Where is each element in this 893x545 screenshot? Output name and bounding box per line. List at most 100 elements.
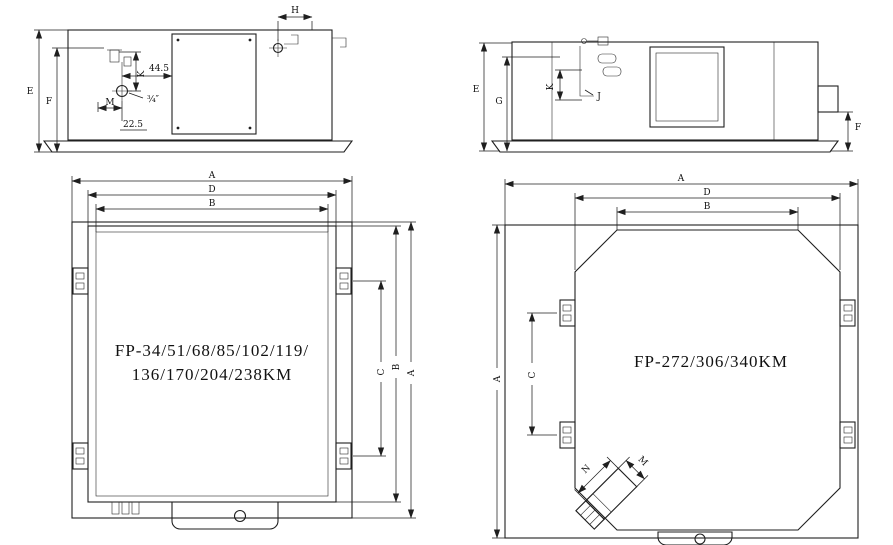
dim-line	[625, 460, 645, 480]
bracket-slot	[843, 436, 853, 444]
ceiling-panel	[490, 140, 840, 153]
dim-N: N	[574, 456, 619, 502]
pipe-stub	[109, 49, 120, 63]
dim-label-B: B	[704, 202, 711, 212]
dim-label-M: M	[105, 98, 114, 108]
dim-A-right: A	[352, 221, 417, 519]
dim-label-A: A	[493, 375, 503, 383]
electrical-box-outline	[657, 531, 733, 545]
unit-body-outline	[67, 29, 333, 141]
dim-label-J: J	[596, 92, 601, 102]
duct-connection: N M	[574, 455, 649, 530]
grille-outline	[95, 231, 329, 497]
panel-screw	[248, 126, 252, 130]
bracket-slot	[843, 426, 853, 434]
valve-knob	[581, 38, 587, 44]
dim-K: K	[546, 69, 582, 101]
dim-label-A: A	[677, 174, 685, 184]
dim-label-M: M	[636, 455, 650, 469]
dim-label-D: D	[208, 185, 215, 195]
duct-collar	[575, 500, 605, 530]
dim-22-5: 22.5	[120, 112, 147, 131]
hanger-bracket	[335, 442, 352, 470]
hatch-line	[580, 505, 591, 516]
ext-line	[606, 456, 619, 469]
ceiling-panel-outline	[71, 221, 353, 519]
dim-label-K: K	[546, 83, 556, 90]
dim-D-top: D	[574, 188, 841, 270]
hanger-bracket	[839, 421, 856, 449]
dim-F: F	[830, 111, 861, 152]
electrical-box-outline	[171, 501, 279, 530]
ext-line	[636, 475, 649, 487]
dim-C-right: C	[353, 280, 387, 457]
bracket-slot	[339, 282, 349, 290]
bracket-slot	[562, 426, 572, 434]
hanger-bracket	[559, 299, 576, 327]
unit-body-octagon	[574, 229, 841, 531]
knockout-hole	[233, 509, 247, 523]
duct-cap-line	[592, 493, 612, 513]
bracket-slot	[75, 447, 85, 455]
dim-label-F: F	[855, 123, 861, 133]
unit-body-outline	[87, 225, 337, 503]
hanger-bracket	[72, 267, 89, 295]
terminal	[111, 501, 120, 515]
side-view-small-units: E F K 44.5 M ¾″	[27, 6, 354, 153]
bracket-slot	[339, 457, 349, 465]
pipe-elbow	[579, 46, 594, 97]
bracket-slot	[562, 436, 572, 444]
dim-B-top: B	[95, 199, 329, 232]
dim-H: H	[277, 6, 313, 41]
dim-label-22-5: 22.5	[123, 120, 143, 130]
terminal	[121, 501, 130, 515]
dim-label-H: H	[291, 6, 299, 16]
hanger-hook	[332, 37, 347, 48]
pipe-union	[602, 66, 622, 77]
pipe-size-callout: ¾″	[128, 92, 160, 105]
drain-elbow	[284, 34, 299, 45]
electrical-box	[111, 501, 279, 530]
dim-M: M	[618, 455, 649, 487]
dim-A-top: A	[71, 171, 353, 222]
dim-label-A: A	[407, 369, 417, 377]
dim-line	[577, 460, 611, 494]
electrical-box	[657, 531, 733, 545]
bracket-slot	[339, 272, 349, 280]
dim-label-A: A	[208, 171, 216, 181]
dim-F: F	[46, 47, 104, 153]
ext-line	[574, 489, 587, 502]
control-box	[649, 46, 725, 128]
model-label-line1: FP-34/51/68/85/102/119/	[115, 341, 309, 360]
dim-G: G	[495, 56, 560, 152]
hanger-bracket	[839, 299, 856, 327]
dim-label-pipe-size: ¾″	[147, 94, 160, 105]
terminal	[131, 501, 140, 515]
dim-E: E	[27, 29, 68, 153]
leader-line	[128, 92, 144, 99]
bracket-slot	[75, 457, 85, 465]
dim-M: M	[97, 98, 123, 112]
dim-B-top: B	[616, 202, 799, 230]
dim-E: E	[473, 42, 512, 152]
dim-label-F: F	[46, 97, 52, 107]
hanger-bracket	[559, 421, 576, 449]
pipe-connections	[107, 49, 132, 101]
control-box-inner	[655, 52, 719, 122]
dim-label-B: B	[209, 199, 216, 209]
dim-label-G: G	[495, 97, 502, 107]
dim-label-N: N	[580, 463, 593, 476]
hanger-bracket	[335, 267, 352, 295]
drain-connection	[269, 34, 299, 57]
hanger-brackets	[559, 299, 856, 449]
panel-screw	[248, 38, 252, 42]
plan-view-small-units: A D B C B	[71, 171, 417, 530]
ext-line	[618, 456, 630, 469]
dim-label-E: E	[27, 87, 34, 97]
bracket-slot	[75, 282, 85, 290]
hanger-bracket	[72, 442, 89, 470]
valve-body	[597, 36, 609, 46]
bracket-slot	[75, 272, 85, 280]
hatch-line	[584, 509, 596, 521]
